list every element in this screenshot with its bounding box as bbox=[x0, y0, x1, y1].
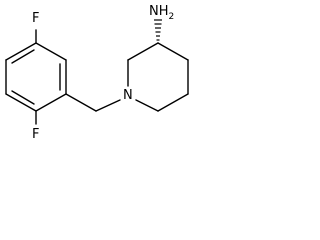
benzene-ring bbox=[5, 42, 67, 112]
double-bond-inner-top-left bbox=[11, 49, 35, 64]
bond-ar-c4-c5 bbox=[5, 93, 37, 112]
fluorine-top-label: F bbox=[32, 11, 39, 26]
bond-ch2-n bbox=[95, 99, 121, 112]
molecule-canvas: F F N NH2 bbox=[0, 0, 214, 176]
bond-c3-c4 bbox=[157, 42, 189, 61]
hashed-wedge-bond bbox=[154, 19, 162, 41]
bond-c5-c6 bbox=[157, 93, 189, 112]
fluorine-bottom-label: F bbox=[32, 127, 39, 142]
bond-ar-c3-c4 bbox=[35, 93, 67, 112]
ring-nitrogen-label: N bbox=[123, 88, 133, 103]
bond-c2-c3 bbox=[127, 42, 159, 61]
amine-subscript-label: 2 bbox=[169, 12, 175, 22]
amine-nh-label: NH bbox=[149, 4, 169, 19]
double-bond-inner-bottom-left bbox=[11, 90, 35, 105]
bond-ar-c6-c1 bbox=[5, 42, 37, 61]
bond-ar-c1-c2 bbox=[35, 42, 67, 61]
bond-c6-n bbox=[135, 99, 159, 112]
amine-label: NH2 bbox=[149, 4, 174, 22]
structure-diagram: F F N NH2 bbox=[5, 4, 189, 142]
piperidine-ring bbox=[127, 42, 189, 112]
bond-ar-ch2 bbox=[65, 93, 97, 112]
